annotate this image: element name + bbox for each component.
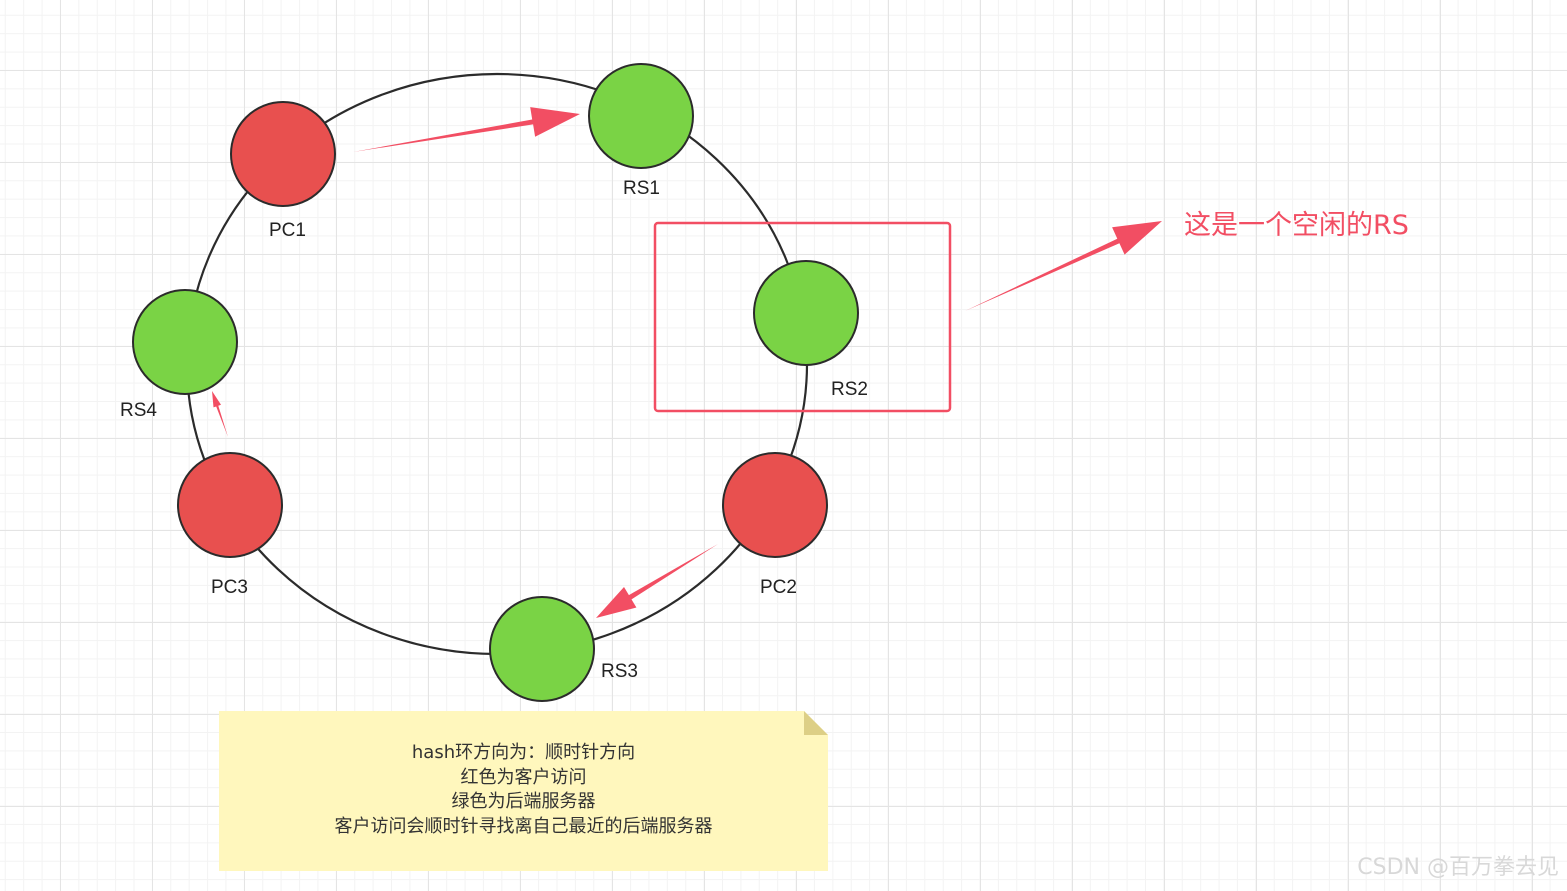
note-line-green: 绿色为后端服务器 [451, 791, 596, 812]
note-line-rule: 客户访问会顺时针寻找离自己最近的后端服务器 [334, 815, 713, 837]
arrow-pc2-to-rs3 [596, 544, 718, 618]
arrows-layer [212, 107, 1162, 618]
watermark: CSDN @百万拳去见 [1357, 855, 1559, 880]
note-line-red: 红色为客户访问 [460, 766, 587, 788]
server-node-rs3 [489, 596, 595, 702]
server-node-rs2 [753, 260, 859, 366]
legend-note: hash环方向为：顺时针方向 红色为客户访问 绿色为后端服务器 客户访问会顺时针… [219, 711, 828, 871]
client-node-pc3 [177, 452, 283, 558]
idle-server-callout-text: 这是一个空闲的RS [1184, 210, 1409, 241]
client-node-pc2 [722, 452, 828, 558]
node-pc2 [722, 452, 828, 558]
node-rs4 [132, 289, 238, 395]
node-label-rs1: RS1 [623, 178, 660, 199]
arrow-pc3-to-rs4 [212, 391, 228, 437]
node-label-rs3: RS3 [601, 661, 638, 682]
node-pc3 [177, 452, 283, 558]
note-text: hash环方向为：顺时针方向 红色为客户访问 绿色为后端服务器 客户访问会顺时针… [219, 741, 828, 839]
arrow-rs2-to-callout [965, 221, 1162, 311]
node-pc1 [230, 101, 336, 207]
node-label-rs2: RS2 [831, 379, 868, 400]
node-label-rs4: RS4 [120, 400, 157, 421]
node-label-pc1: PC1 [269, 220, 306, 241]
node-rs3 [489, 596, 595, 702]
note-line-direction: hash环方向为：顺时针方向 [411, 742, 636, 763]
node-label-pc2: PC2 [760, 577, 797, 598]
idle-server-highlight-box [653, 221, 952, 413]
node-rs1 [588, 63, 694, 169]
client-node-pc1 [230, 101, 336, 207]
arrow-pc1-to-rs1 [353, 107, 580, 152]
server-node-rs1 [588, 63, 694, 169]
server-node-rs4 [132, 289, 238, 395]
note-shape [219, 711, 828, 871]
node-rs2 [753, 260, 859, 366]
node-label-pc3: PC3 [211, 577, 248, 598]
